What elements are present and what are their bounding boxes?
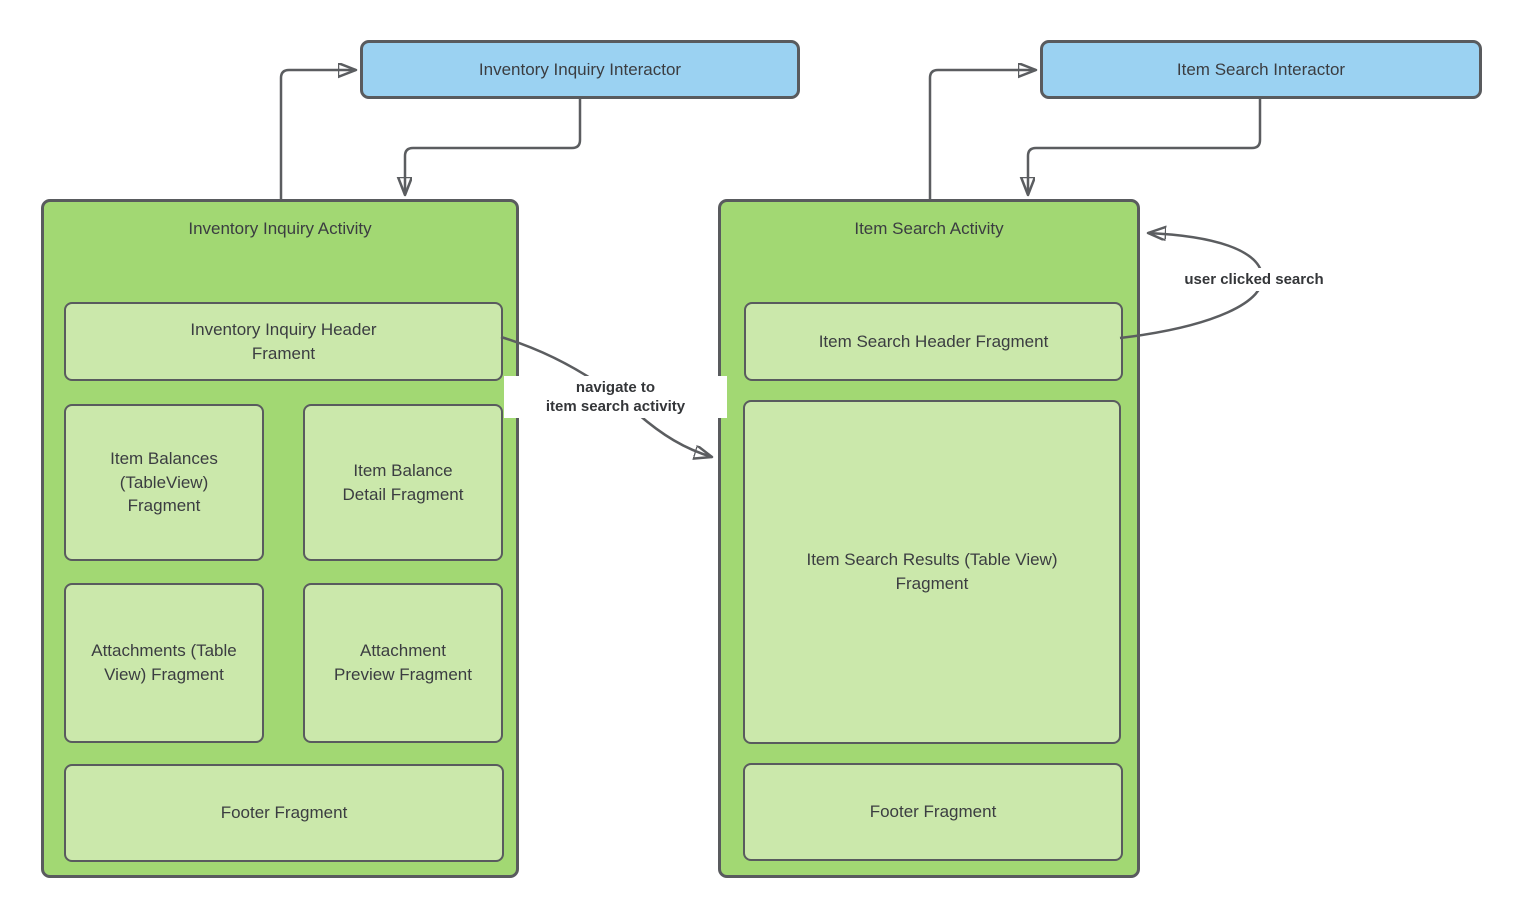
fragment-item-search-header: Item Search Header Fragment [744, 302, 1123, 381]
item-search-activity-node: Item Search Activity Item Search Header … [718, 199, 1140, 878]
item-search-interactor-label: Item Search Interactor [1176, 59, 1346, 79]
edge-search-activity-to-interactor [928, 70, 1036, 199]
fragment-attachment-preview: Attachment Preview Fragment [303, 583, 503, 743]
fragment-attachment-preview-label: Attachment Preview Fragment [334, 641, 472, 684]
fragment-item-search-header-label: Item Search Header Fragment [818, 331, 1049, 351]
inventory-inquiry-activity-title: Inventory Inquiry Activity [188, 219, 372, 238]
edge-search-interactor-to-activity [1028, 99, 1262, 195]
fragment-item-search-results: Item Search Results (Table View) Fragmen… [743, 400, 1121, 744]
inventory-inquiry-interactor-label: Inventory Inquiry Interactor [478, 59, 682, 79]
fragment-footer-left-label: Footer Fragment [220, 803, 348, 823]
fragment-inventory-inquiry-header: Inventory Inquiry Header Frament [64, 302, 503, 381]
fragment-footer-left: Footer Fragment [64, 764, 504, 862]
edge-label-navigate: navigate to item search activity [504, 376, 727, 418]
edge-inventory-activity-to-interactor [279, 70, 356, 199]
fragment-attachments-label: Attachments (Table View) Fragment [91, 641, 237, 684]
fragment-item-balances-label: Item Balances (TableView) Fragment [110, 448, 218, 516]
fragment-attachments: Attachments (Table View) Fragment [64, 583, 264, 743]
fragment-item-balances: Item Balances (TableView) Fragment [64, 404, 264, 561]
fragment-footer-right-label: Footer Fragment [869, 802, 997, 822]
fragment-item-balance-detail: Item Balance Detail Fragment [303, 404, 503, 561]
item-search-interactor-node: Item Search Interactor [1040, 40, 1482, 99]
inventory-inquiry-activity-node: Inventory Inquiry Activity Inventory Inq… [41, 199, 519, 878]
fragment-item-search-results-label: Item Search Results (Table View) Fragmen… [806, 550, 1058, 593]
edge-label-user-clicked-search: user clicked search [1160, 268, 1348, 291]
fragment-item-balance-detail-label: Item Balance Detail Fragment [342, 460, 464, 504]
fragment-inventory-inquiry-header-label: Inventory Inquiry Header Frament [190, 319, 377, 363]
inventory-inquiry-interactor-node: Inventory Inquiry Interactor [360, 40, 800, 99]
item-search-activity-title: Item Search Activity [854, 219, 1004, 238]
fragment-footer-right: Footer Fragment [743, 763, 1123, 861]
edge-inventory-interactor-to-activity [405, 99, 582, 195]
